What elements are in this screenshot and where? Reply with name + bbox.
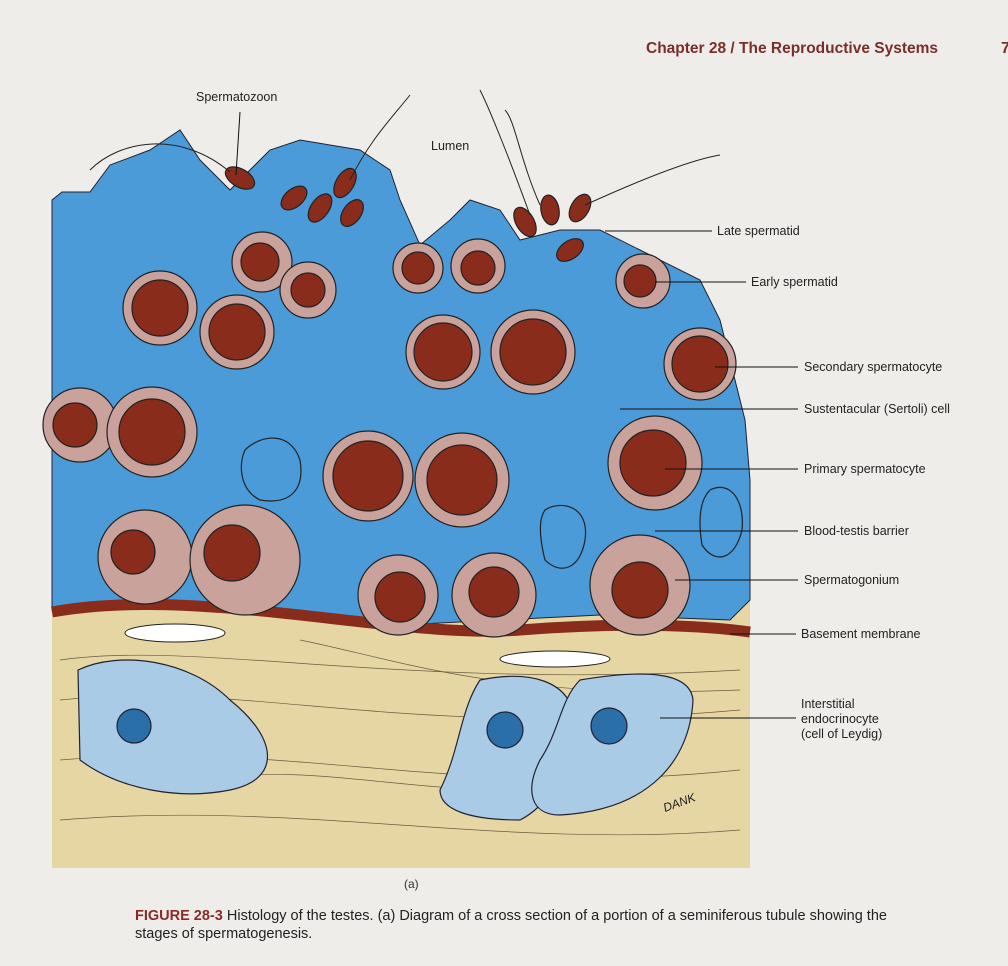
caption-text: Histology of the testes. (a) Diagram of … bbox=[135, 908, 887, 942]
label-secondary-spermatocyte: Secondary spermatocyte bbox=[804, 360, 943, 374]
label-primary-spermatocyte: Primary spermatocyte bbox=[804, 462, 926, 476]
figure-number: FIGURE 28-3 bbox=[135, 908, 223, 924]
label-sertoli-cell: Sustentacular (Sertoli) cell bbox=[804, 402, 950, 416]
label-interstitial-line3: (cell of Leydig) bbox=[801, 727, 883, 741]
label-spermatozoon: Spermatozoon bbox=[196, 90, 278, 104]
label-interstitial: Interstitial endocrinocyte (cell of Leyd… bbox=[801, 697, 882, 742]
label-basement-membrane: Basement membrane bbox=[801, 627, 921, 641]
label-interstitial-line2: endocrinocyte bbox=[801, 712, 879, 726]
chapter-header: Chapter 28 / The Reproductive Systems bbox=[646, 40, 939, 57]
panel-sublabel: (a) bbox=[404, 877, 419, 891]
label-spermatogonium: Spermatogonium bbox=[804, 573, 900, 587]
leydig-cells bbox=[77, 659, 694, 821]
label-lumen: Lumen bbox=[431, 139, 470, 153]
page-number: 7 bbox=[1001, 40, 1008, 57]
leader-lines bbox=[235, 111, 798, 719]
label-early-spermatid: Early spermatid bbox=[751, 275, 838, 289]
label-interstitial-line1: Interstitial bbox=[801, 697, 855, 711]
label-late-spermatid: Late spermatid bbox=[717, 224, 800, 238]
label-blood-testis-barrier: Blood-testis barrier bbox=[804, 524, 909, 538]
figure-caption: FIGURE 28-3 Histology of the testes. (a)… bbox=[135, 907, 915, 943]
germ-cells bbox=[42, 166, 743, 638]
sperm-tails bbox=[89, 89, 721, 216]
